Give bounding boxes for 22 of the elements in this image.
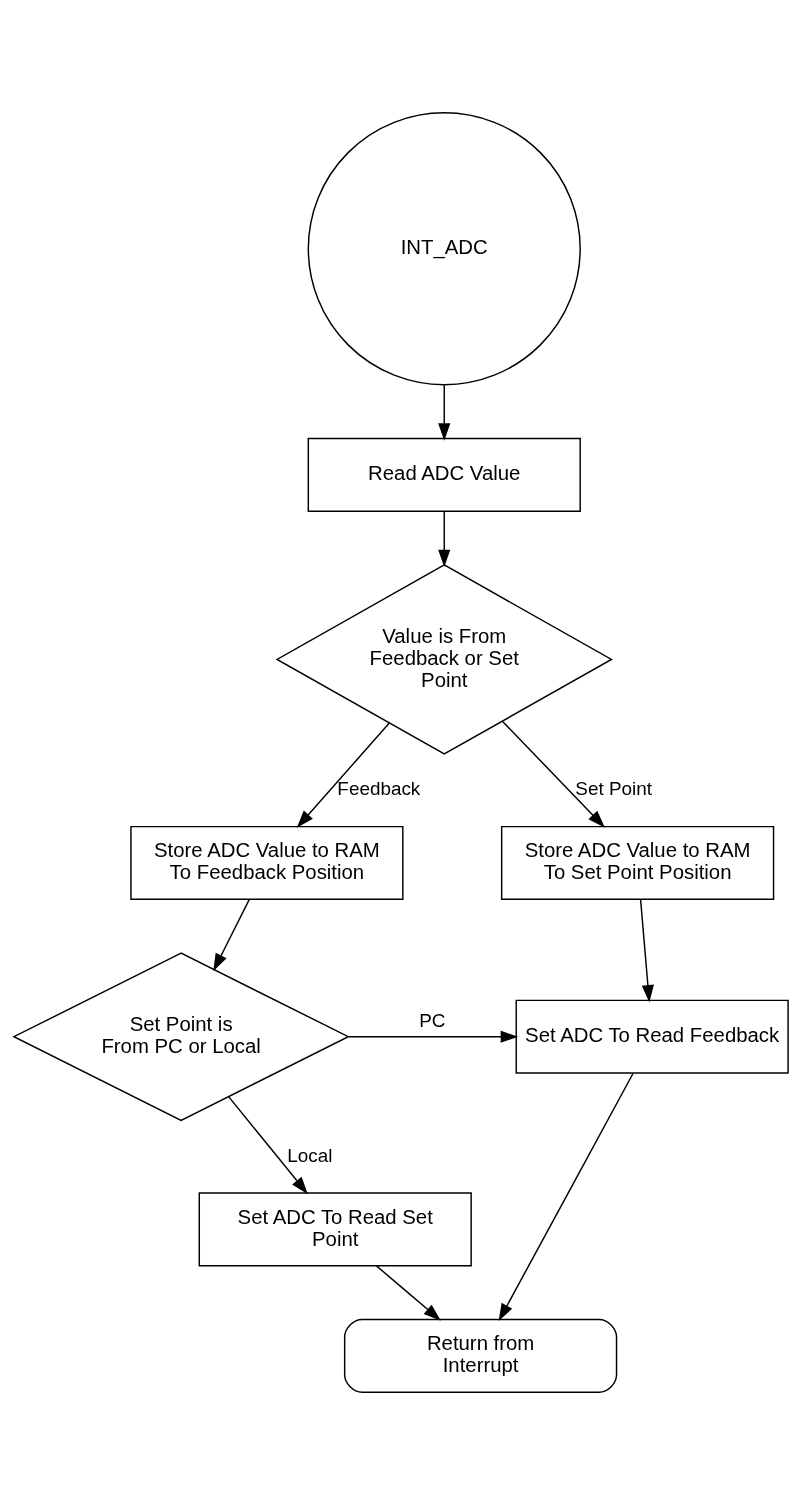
edge-label: Set Point — [575, 778, 652, 800]
node-box: Return from Interrupt — [343, 1318, 618, 1393]
arrow — [438, 384, 451, 441]
edge-label: Feedback — [337, 778, 421, 800]
arrow — [375, 1265, 441, 1321]
node-diamond: Value is From Feedback or Set Point — [275, 564, 613, 755]
arrow — [438, 510, 451, 568]
node-circle: INT_ADC — [307, 112, 581, 386]
edge-label: Local — [287, 1144, 333, 1166]
arrow — [498, 1072, 634, 1322]
node-box: Store ADC Value to RAM To Feedback Position — [130, 825, 404, 901]
node-box: Set ADC To Read Set Point — [198, 1192, 472, 1267]
arrow — [639, 898, 654, 1003]
arrow — [227, 1095, 308, 1195]
node-box: Set ADC To Read Feedback — [515, 999, 789, 1074]
node-box: Read ADC Value — [307, 437, 581, 512]
edge-label: PC — [419, 1010, 446, 1032]
arrow — [347, 1030, 519, 1043]
arrow — [502, 720, 605, 828]
arrow — [296, 722, 390, 828]
arrow — [213, 898, 251, 972]
node-box: Store ADC Value to RAM To Set Point Position — [500, 825, 775, 901]
